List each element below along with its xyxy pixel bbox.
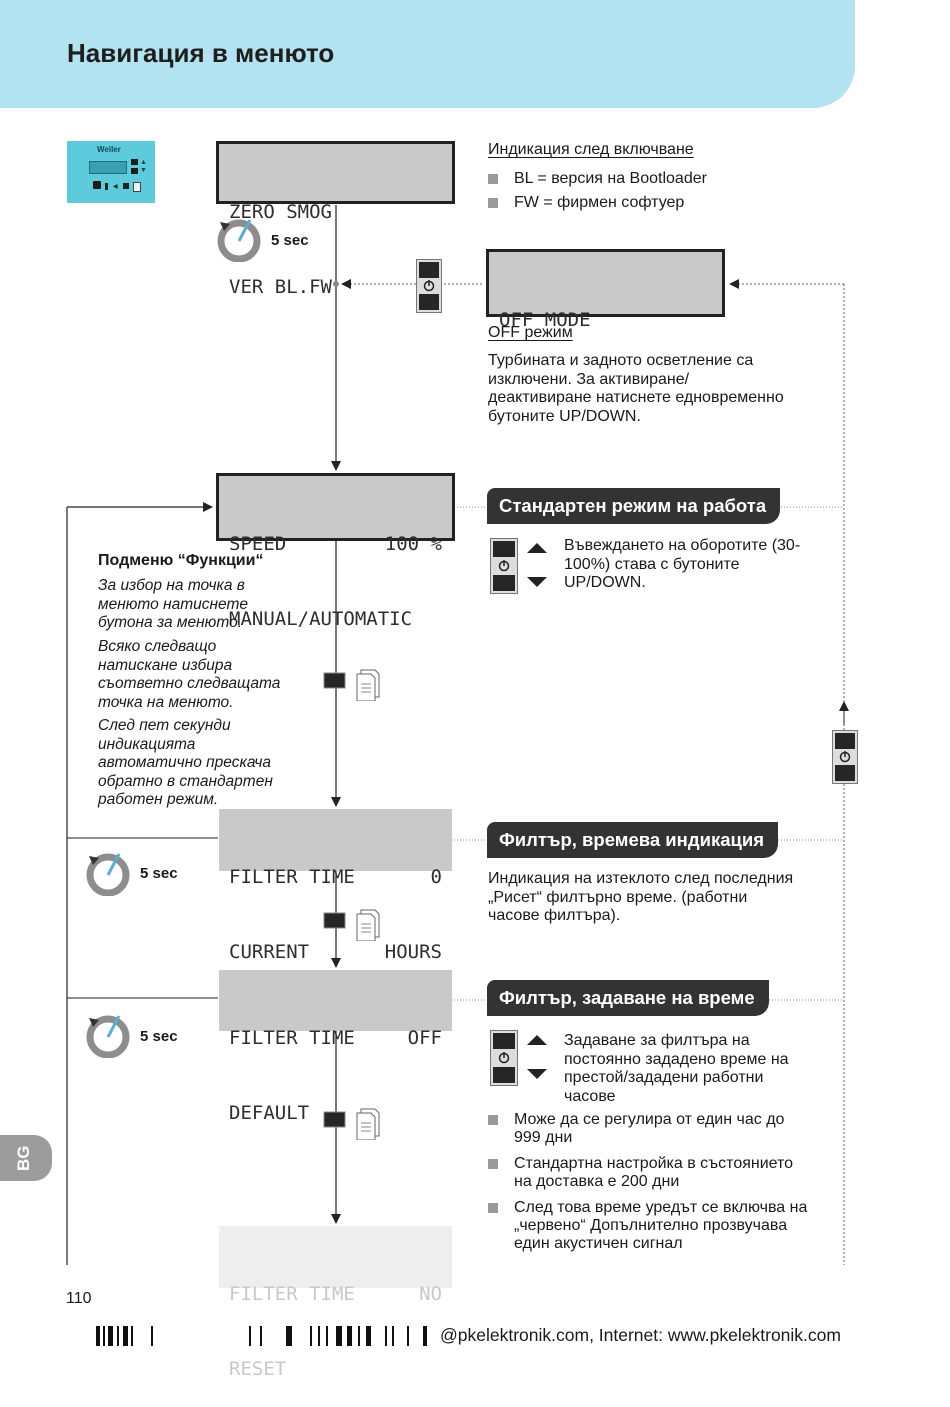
timer-label: 5 sec bbox=[140, 865, 178, 882]
lcd-line: DEFAULT bbox=[229, 1102, 310, 1124]
menu-button-icon bbox=[323, 669, 380, 701]
off-mode-text: Турбината и задното осветление са изключ… bbox=[488, 352, 784, 425]
bullet-item: След това време уредът се включва на „че… bbox=[488, 1199, 813, 1253]
timer-icon bbox=[86, 853, 130, 896]
section-banner-filter-set: Филтър, задаване на време bbox=[487, 980, 769, 1016]
off-mode-heading: OFF режим bbox=[488, 324, 573, 341]
page-number: 110 bbox=[66, 1290, 92, 1307]
lcd-text: SPEED bbox=[229, 533, 287, 555]
timer-label: 5 sec bbox=[140, 1028, 178, 1045]
lcd-startup: ZERO SMOG VER BL.FW bbox=[216, 141, 455, 298]
section-banner-filter-time: Филтър, времева индикация bbox=[487, 822, 779, 858]
startup-heading: Индикация след включване bbox=[488, 141, 694, 158]
lcd-line: OFF MODE bbox=[499, 309, 591, 331]
filter-time-text: Индикация на изтеклото след последния „Р… bbox=[488, 870, 794, 924]
device-logo: Weller bbox=[97, 145, 121, 154]
lcd-line: VER BL.FW bbox=[229, 276, 332, 298]
filter-set-bullets: Може да се регулира от един час до 999 д… bbox=[488, 1111, 813, 1259]
timer-icon bbox=[86, 1015, 130, 1058]
up-down-arrows-icon bbox=[490, 538, 547, 594]
lcd-speed: SPEED 100 % MANUAL/AUTOMATIC bbox=[216, 473, 455, 630]
bullet-item: Стандартна настройка в състоянието на до… bbox=[488, 1155, 813, 1191]
filter-set-text: Задаване за филтъра на постоянно зададен… bbox=[564, 1032, 789, 1105]
up-down-buttons-icon bbox=[416, 259, 442, 313]
submenu-text: Всяко следващо натискане избира съответн… bbox=[98, 638, 281, 711]
language-tab-label: BG bbox=[14, 1145, 33, 1171]
barcode-fragment bbox=[96, 1326, 427, 1346]
lcd-text: 100 % bbox=[384, 533, 442, 555]
page-header: Навигация в менюто bbox=[0, 0, 855, 108]
lcd-filter-default: FILTER TIME OFF DEFAULT bbox=[219, 970, 452, 1124]
flow-junction bbox=[333, 281, 339, 287]
page-title: Навигация в менюто bbox=[67, 38, 335, 68]
section-banner-standard: Стандартен режим на работа bbox=[487, 488, 781, 524]
lcd-text: FILTER TIME bbox=[229, 866, 355, 888]
standard-text: Въвеждането на оборотите (30-100%) става… bbox=[564, 537, 801, 591]
up-down-arrows-icon bbox=[490, 1030, 547, 1086]
lcd-line: RESET bbox=[229, 1358, 287, 1380]
lcd-text: HOURS bbox=[384, 941, 442, 963]
bullet-item: BL = версия на Bootloader bbox=[488, 170, 828, 188]
lcd-line: MANUAL/AUTOMATIC bbox=[229, 608, 413, 630]
menu-button-icon bbox=[323, 1108, 380, 1140]
lcd-filter-reset: FILTER TIME NO RESET bbox=[219, 1226, 452, 1380]
lcd-filter-current: FILTER TIME 0 CURRENT HOURS bbox=[219, 809, 452, 963]
submenu-text: След пет секунди индикацията автоматично… bbox=[98, 717, 273, 808]
bullet-item: FW = фирмен софтуер bbox=[488, 194, 828, 212]
up-down-buttons-icon bbox=[832, 730, 858, 784]
lcd-text: OFF bbox=[407, 1027, 442, 1049]
language-tab: BG bbox=[0, 1135, 52, 1181]
lcd-text: 0 bbox=[430, 866, 442, 888]
footer-contact: @pkelektronik.com, Internet: www.pkelekt… bbox=[440, 1325, 841, 1345]
timer-label: 5 sec bbox=[271, 232, 309, 249]
lcd-text: FILTER TIME bbox=[229, 1283, 355, 1305]
startup-bullets: BL = версия на Bootloader FW = фирмен со… bbox=[488, 170, 828, 218]
lcd-text: CURRENT bbox=[229, 941, 310, 963]
lcd-text: NO bbox=[419, 1283, 442, 1305]
menu-button-icon bbox=[323, 909, 380, 941]
lcd-off-mode: OFF MODE bbox=[486, 249, 725, 331]
submenu-text: За избор на точка в менюто натиснете бут… bbox=[98, 577, 249, 631]
lcd-line: ZERO SMOG bbox=[229, 201, 332, 223]
timer-icon bbox=[217, 219, 261, 262]
lcd-text: FILTER TIME bbox=[229, 1027, 355, 1049]
device-panel-image: Weller ▲ ▼ ◀ bbox=[67, 141, 155, 203]
bullet-item: Може да се регулира от един час до 999 д… bbox=[488, 1111, 813, 1147]
submenu-heading: Подменю “Функции“ bbox=[98, 552, 264, 569]
